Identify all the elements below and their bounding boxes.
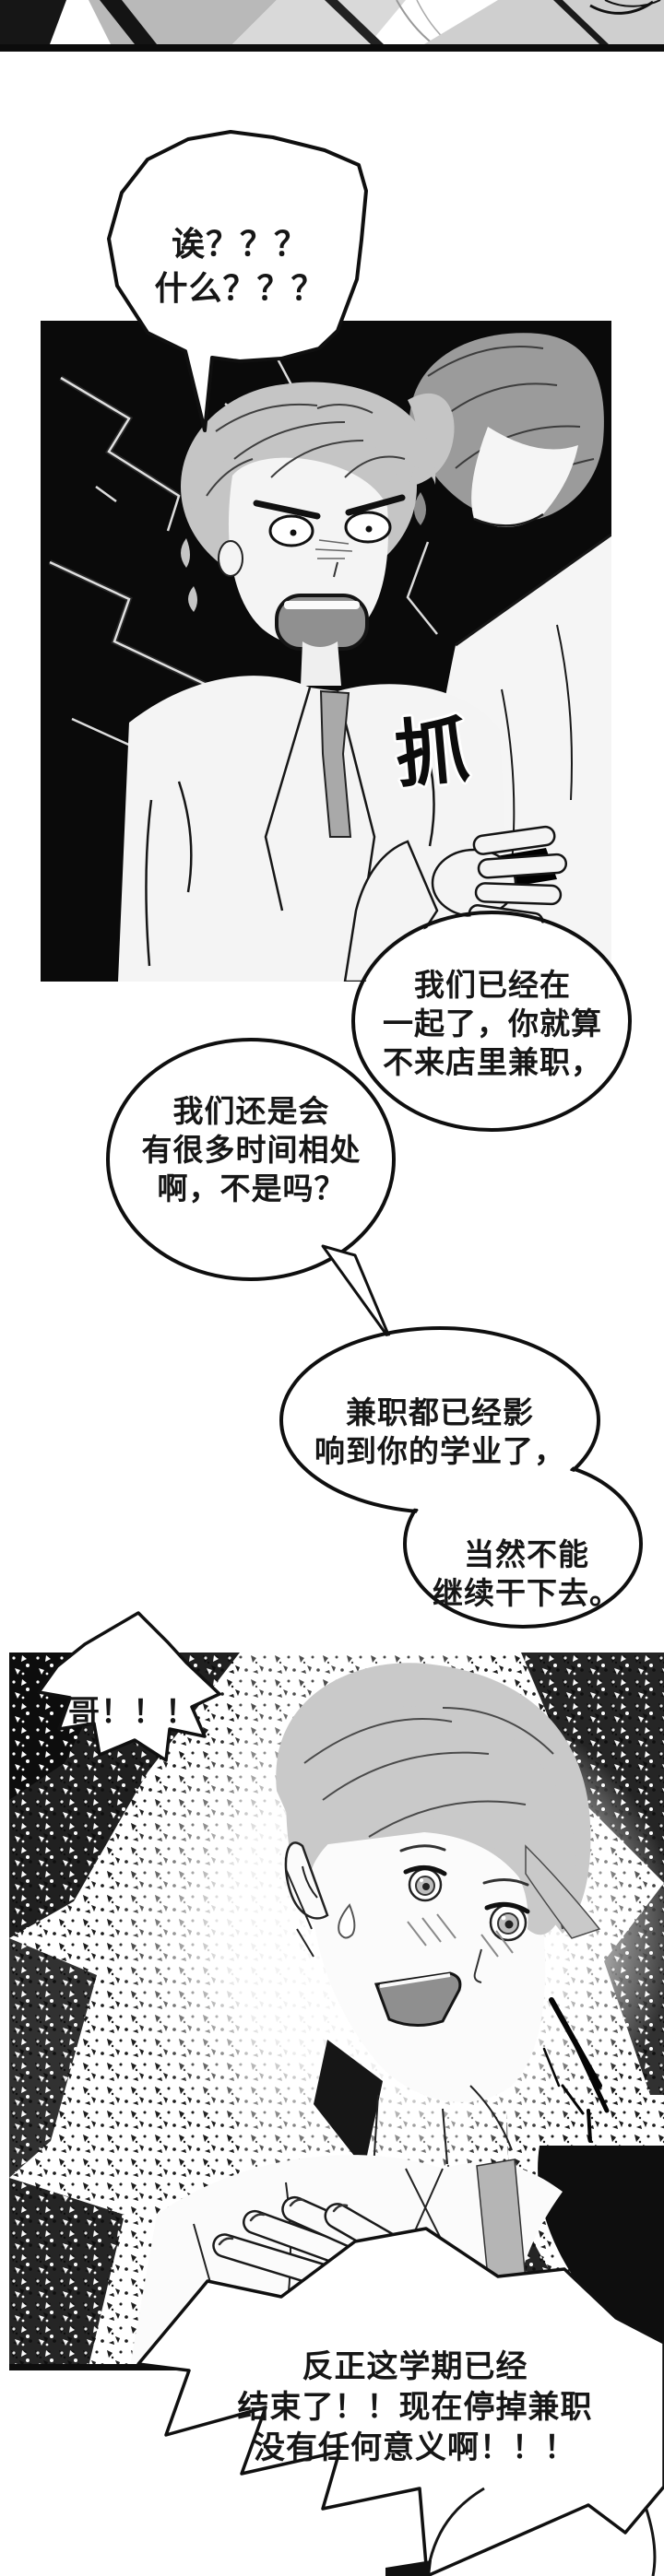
bubble-line: 兼职都已经影 bbox=[346, 1394, 534, 1430]
bubble-line: 哥！！！ bbox=[68, 1694, 197, 1731]
together-bubble-text: 我们已经在 一起了，你就算 不来店里兼职， bbox=[362, 966, 622, 1082]
study-bubble-text: 兼职都已经影 响到你的学业了， bbox=[293, 1394, 587, 1471]
bubble-line: 我们已经在 bbox=[414, 967, 571, 1003]
bubble-line: 诶？？？ bbox=[171, 226, 308, 264]
bubble-tail bbox=[321, 1244, 393, 1343]
bubble-line: 什么？？？ bbox=[154, 270, 326, 308]
claw-marks bbox=[542, 1997, 610, 2143]
bubble-line: 当然不能 bbox=[464, 1536, 589, 1572]
next-panel-fragment bbox=[385, 2487, 657, 2576]
bubble-line: 不来店里兼职， bbox=[383, 1044, 602, 1080]
time-bubble-text: 我们还是会 有很多时间相处 啊，不是吗？ bbox=[106, 1092, 397, 1208]
sfx-grab-text: 抓 bbox=[391, 706, 473, 799]
bubble-line: 没有任何意义啊！！！ bbox=[254, 2429, 576, 2466]
quit-bubble-text: 当然不能 继续干下去。 bbox=[401, 1535, 652, 1613]
character-shocked bbox=[118, 382, 568, 983]
bubble-line: 有很多时间相处 bbox=[141, 1132, 362, 1168]
speech-bubbles-together-time bbox=[106, 911, 632, 1281]
bubble-line: 反正这学期已经 bbox=[302, 2348, 528, 2385]
protest-bubble-text: 反正这学期已经 结束了！！现在停掉兼职 没有任何意义啊！！！ bbox=[208, 2347, 622, 2468]
bubble-line: 我们还是会 bbox=[172, 1093, 330, 1129]
speech-bubbles-study-quit bbox=[279, 1326, 643, 1629]
bubble-line: 响到你的学业了， bbox=[314, 1433, 565, 1469]
speech-bubble-question bbox=[107, 130, 368, 432]
bubble-line: 一起了，你就算 bbox=[383, 1006, 602, 1041]
bubble-line: 啊，不是吗？ bbox=[157, 1170, 346, 1206]
question-bubble-text: 诶？？？ 什么？？？ bbox=[129, 223, 350, 312]
shout-bubble bbox=[37, 1611, 221, 1762]
shout-bubble-text: 哥！！！ bbox=[53, 1692, 212, 1733]
panel-previous-fragment bbox=[0, 0, 664, 52]
previous-panel-art bbox=[0, 0, 664, 52]
bubble-line: 结束了！！现在停掉兼职 bbox=[237, 2389, 593, 2426]
protest-bubble bbox=[136, 2227, 664, 2576]
panel-confrontation bbox=[41, 321, 612, 983]
confrontation-art bbox=[41, 321, 612, 983]
bubble-line: 继续干下去。 bbox=[433, 1575, 621, 1611]
